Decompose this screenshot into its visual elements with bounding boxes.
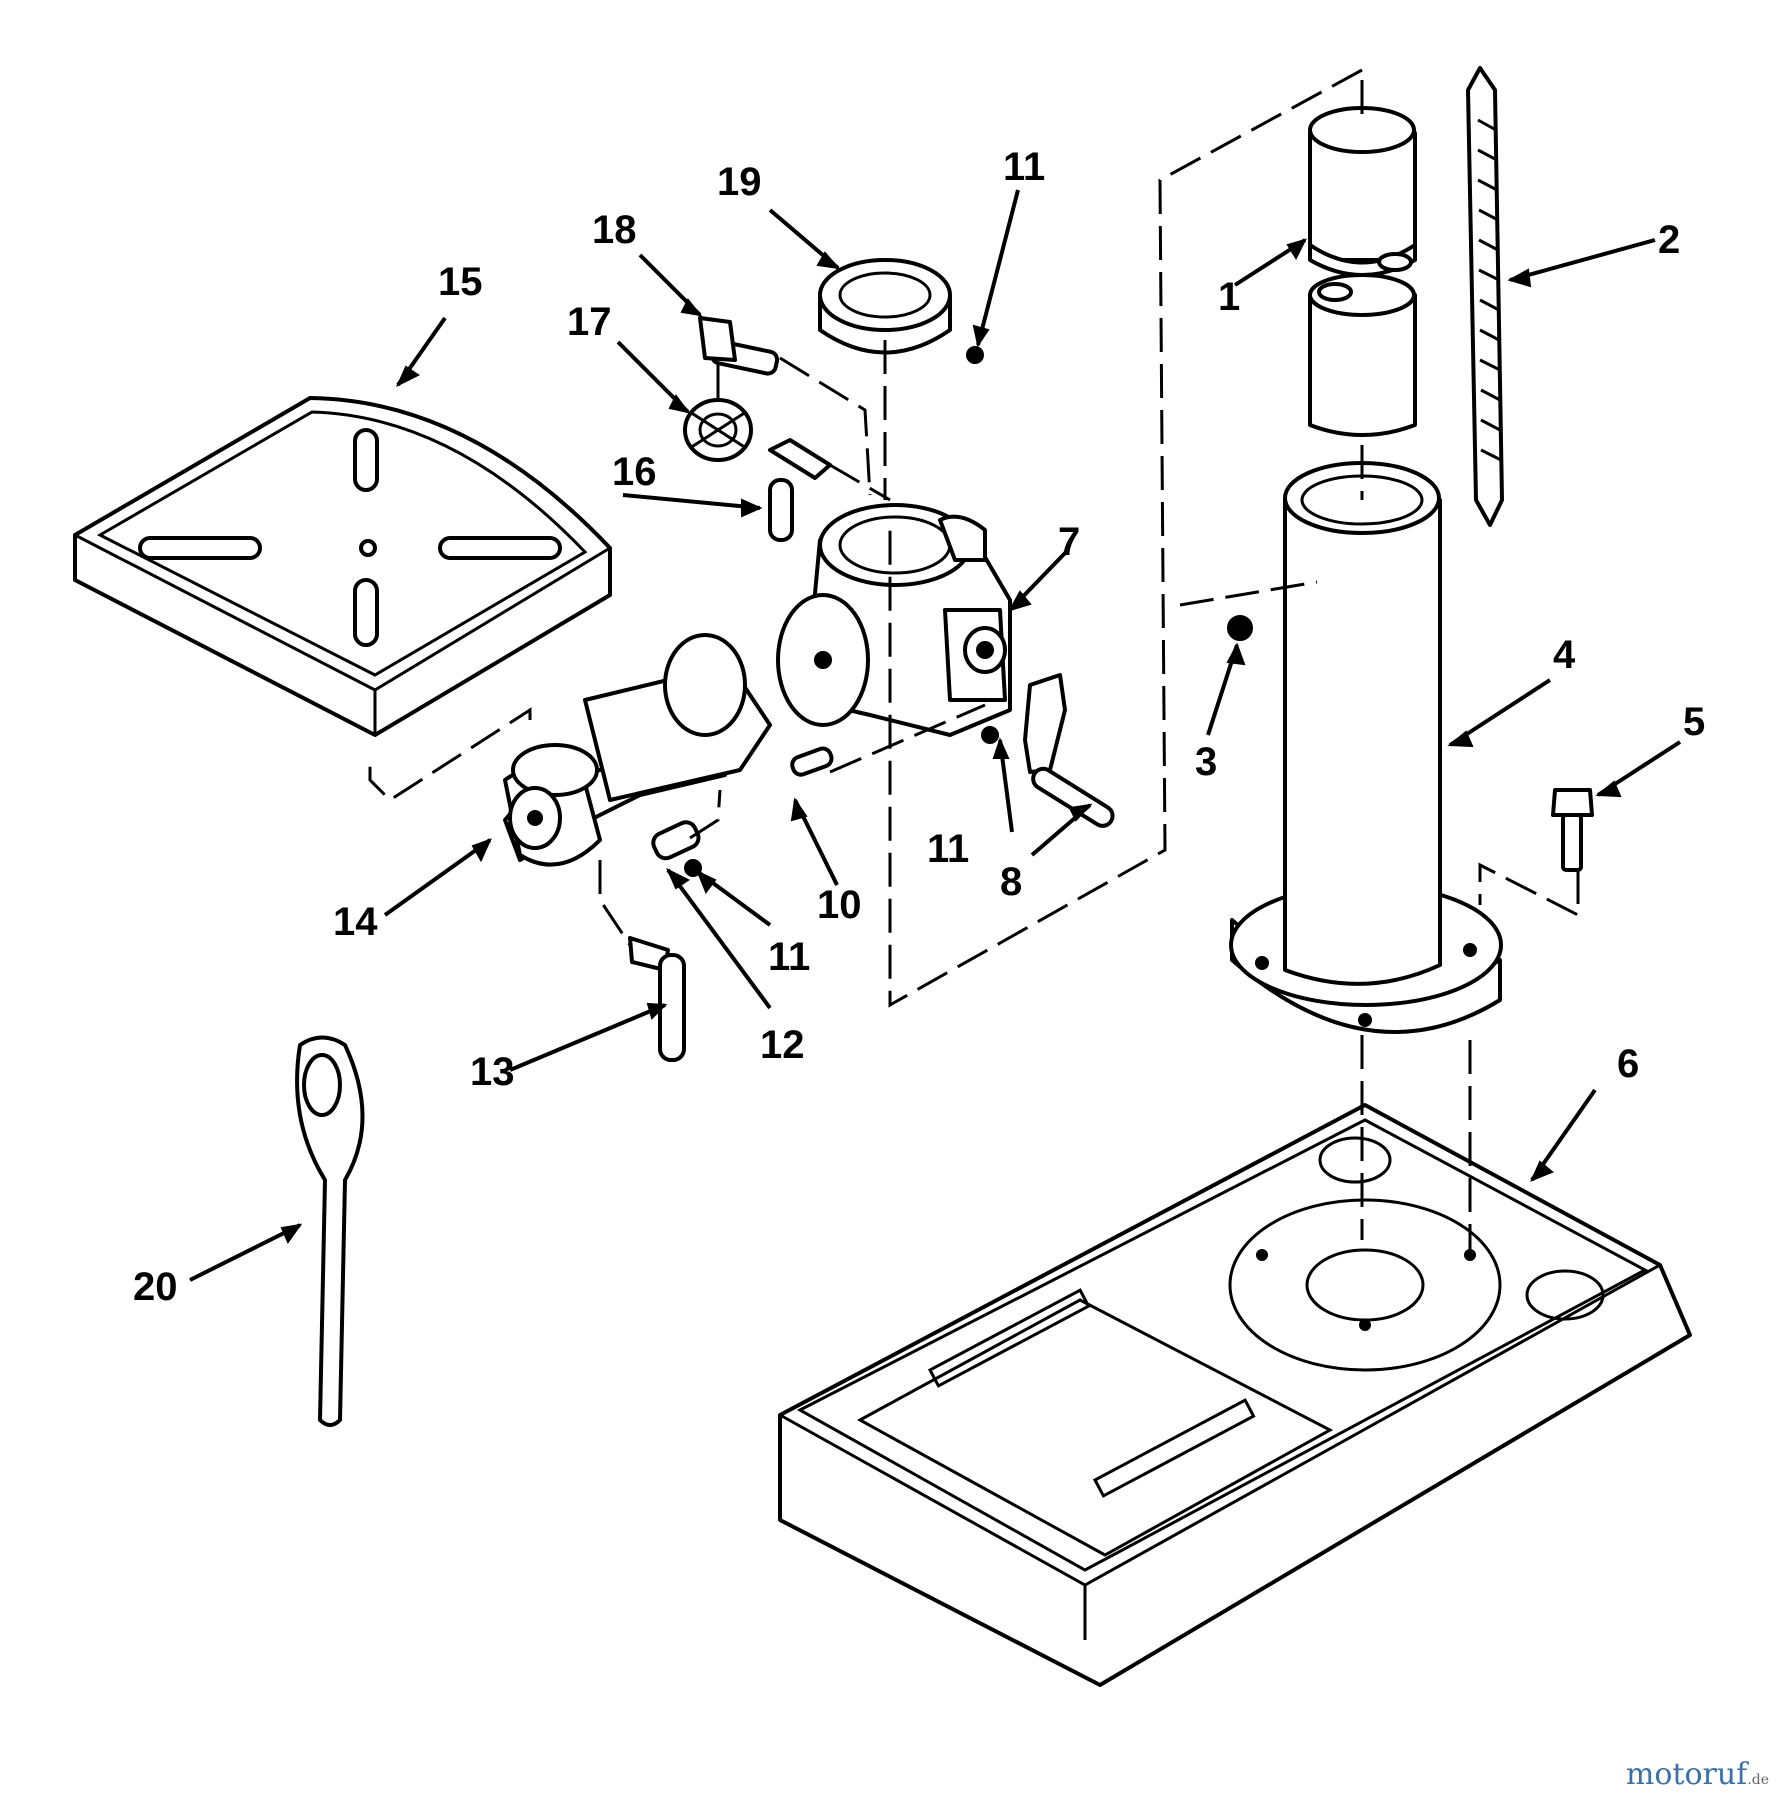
watermark: motoruf.de bbox=[1626, 1757, 1769, 1792]
callout-1: 1 bbox=[1218, 275, 1240, 319]
watermark-suffix: .de bbox=[1747, 1772, 1769, 1788]
part-13-lock-handle bbox=[628, 936, 686, 1062]
part-5-bolt bbox=[1551, 788, 1594, 872]
callout-6: 6 bbox=[1617, 1042, 1639, 1086]
part-2-rack bbox=[1466, 66, 1504, 527]
part-18-shaft bbox=[698, 316, 780, 376]
part-15-table bbox=[73, 396, 612, 737]
part-12-bolt bbox=[651, 820, 701, 861]
callout-14: 14 bbox=[333, 900, 378, 944]
callout-8: 8 bbox=[1000, 860, 1022, 904]
part-7-head bbox=[776, 503, 1012, 737]
part-16-handle bbox=[768, 438, 832, 542]
callout-11-head: 11 bbox=[927, 827, 969, 871]
callout-4: 4 bbox=[1553, 633, 1576, 677]
callout-18: 18 bbox=[592, 208, 637, 252]
callout-2: 2 bbox=[1658, 218, 1680, 262]
part-20-wrench bbox=[295, 1035, 365, 1427]
callout-15: 15 bbox=[438, 260, 483, 304]
callout-12: 12 bbox=[760, 1023, 805, 1067]
leader-lines bbox=[189, 189, 1682, 1282]
callout-7: 7 bbox=[1058, 520, 1080, 564]
callout-17: 17 bbox=[567, 300, 612, 344]
callout-11-arm: 11 bbox=[768, 935, 810, 979]
callout-11-collar: 11 bbox=[1003, 145, 1045, 189]
assembly-lines bbox=[368, 68, 1580, 1250]
callout-16: 16 bbox=[612, 450, 657, 494]
watermark-brand: motoruf bbox=[1625, 1757, 1748, 1792]
part-4-column bbox=[1229, 461, 1503, 1034]
part-8-crank bbox=[1023, 673, 1115, 828]
part-6-base bbox=[778, 1103, 1692, 1687]
callout-labels: 1 2 3 4 5 6 7 8 10 11 11 11 12 13 14 15 … bbox=[133, 145, 1705, 1309]
callout-5: 5 bbox=[1683, 700, 1705, 744]
callout-13: 13 bbox=[470, 1050, 515, 1094]
part-17-gear bbox=[683, 398, 753, 462]
callout-3: 3 bbox=[1195, 740, 1217, 784]
part-14-table-arm bbox=[503, 633, 772, 867]
part-10-pin bbox=[790, 746, 834, 777]
part-1-column-sleeve bbox=[1308, 106, 1417, 437]
part-19-collar bbox=[818, 258, 952, 355]
callout-10: 10 bbox=[817, 883, 862, 927]
callout-20: 20 bbox=[133, 1265, 178, 1309]
callout-19: 19 bbox=[717, 160, 762, 204]
